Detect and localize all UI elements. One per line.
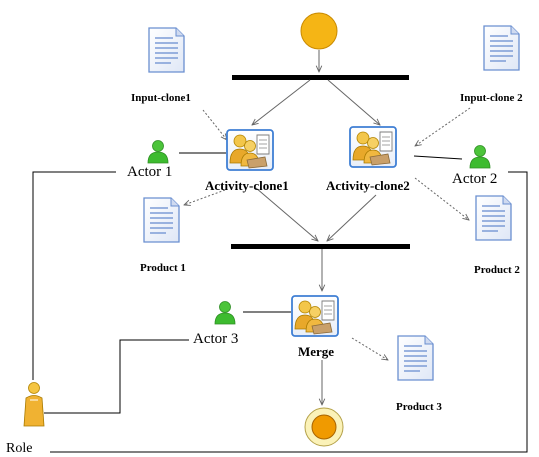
assoc-role-actor2	[50, 171, 528, 453]
flow-fork-activity1	[252, 79, 311, 125]
input-clone2-label: Input-clone 2	[460, 92, 523, 104]
product1-label: Product 1	[140, 262, 186, 274]
role-person-icon	[23, 382, 45, 427]
merge-label: Merge	[298, 344, 335, 359]
actor2-person-icon	[469, 145, 491, 169]
input-clone1-label: Input-clone1	[131, 92, 191, 104]
actor1-person-icon	[147, 140, 169, 164]
activity-clone1-label: Activity-clone1	[205, 178, 289, 193]
role-label: Role	[6, 441, 33, 456]
actor3-label: Actor 3	[193, 331, 239, 347]
flow-activity1-join	[255, 187, 318, 241]
flow-input2-activity2	[415, 107, 471, 146]
flow-activity2-join	[327, 194, 377, 241]
flow-activity1-product1	[184, 189, 226, 205]
activity-clone2-icon	[349, 126, 397, 168]
activity-clone2-label: Activity-clone2	[326, 178, 410, 193]
actor3-person-icon	[214, 301, 236, 325]
flow-input1-activity1	[202, 109, 227, 140]
actor2-label: Actor 2	[452, 171, 498, 187]
assoc-role-actor3	[44, 339, 189, 414]
product2-label: Product 2	[474, 264, 520, 276]
end-node	[304, 407, 344, 447]
product1-document-icon	[143, 197, 180, 243]
input-clone1-document-icon	[148, 27, 185, 73]
actor1-label: Actor 1	[127, 164, 173, 180]
assoc-role-actor1	[32, 171, 116, 380]
join-bar	[231, 244, 410, 249]
start-node	[300, 12, 338, 50]
assoc-activity2-actor2	[413, 155, 463, 160]
product3-document-icon	[397, 335, 434, 381]
fork-bar	[232, 75, 409, 80]
flow-activity2-product2	[414, 177, 469, 220]
product3-label: Product 3	[396, 401, 442, 413]
activity-clone1-icon	[226, 129, 274, 171]
product2-document-icon	[475, 195, 512, 241]
input-clone2-document-icon	[483, 25, 520, 71]
merge-activity-icon	[291, 295, 339, 337]
flow-merge-product3	[351, 337, 388, 360]
flow-fork-activity2	[327, 79, 380, 125]
